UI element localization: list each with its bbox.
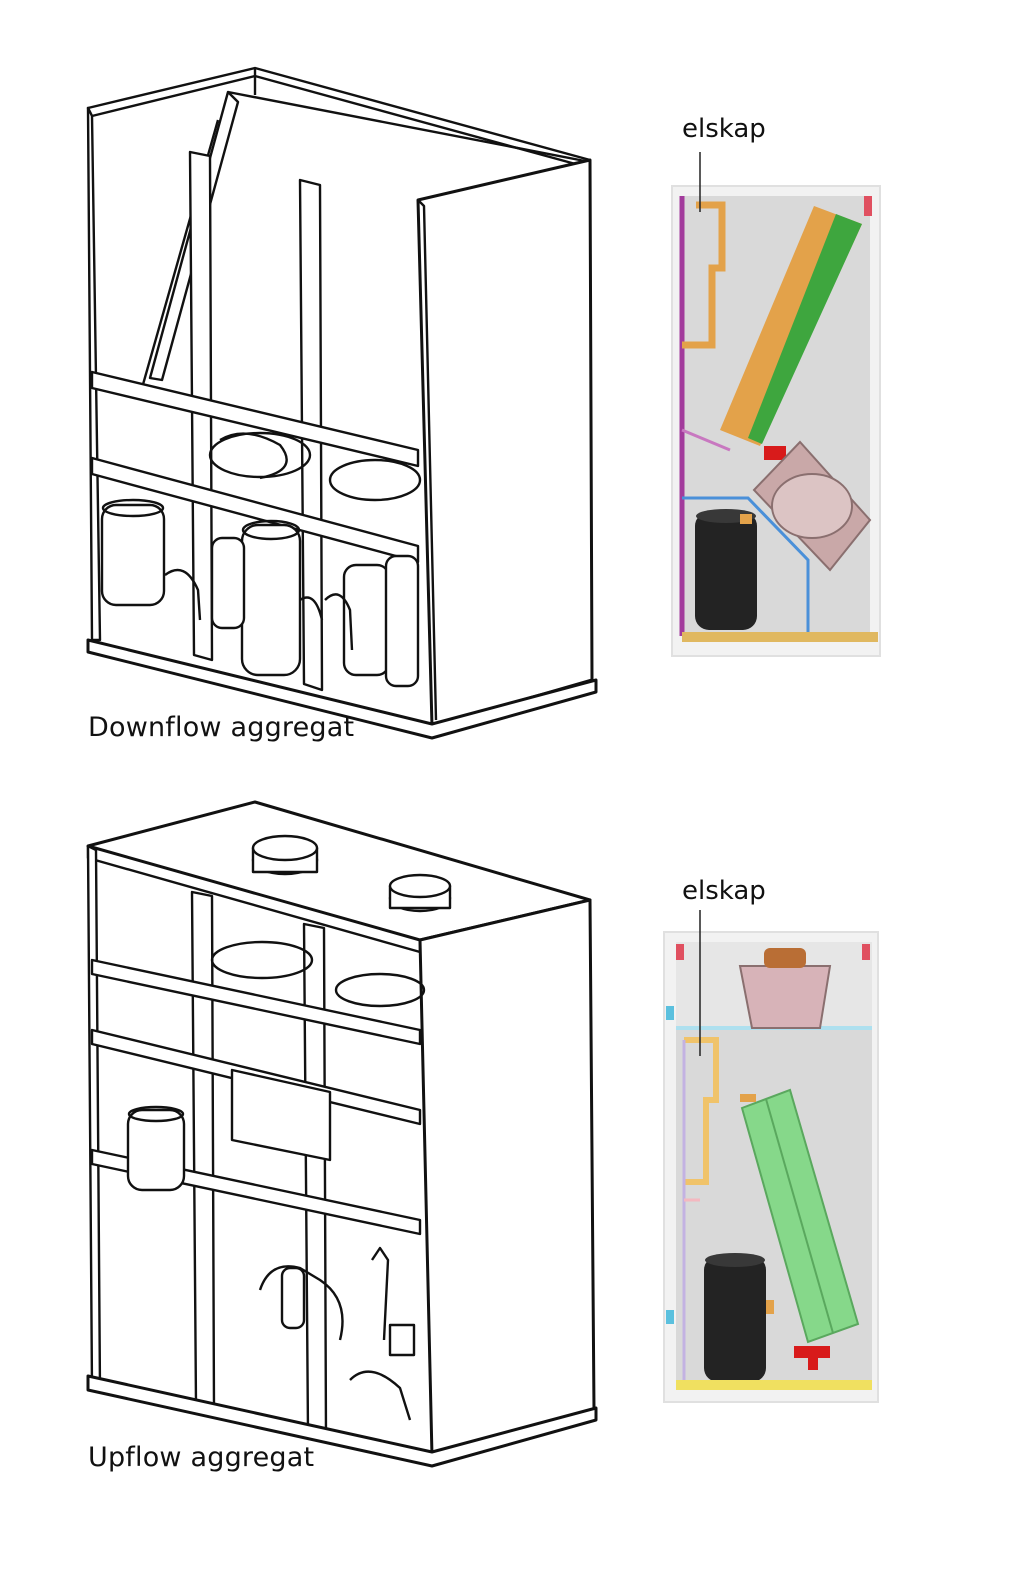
upflow-elskap-label: elskap bbox=[682, 876, 766, 906]
downflow-caption: Downflow aggregat bbox=[88, 712, 355, 743]
upflow-section-view bbox=[663, 910, 879, 1403]
upflow-unit-drawing bbox=[86, 800, 598, 1468]
downflow-elskap-label: elskap bbox=[682, 114, 766, 144]
upflow-caption: Upflow aggregat bbox=[88, 1442, 315, 1473]
downflow-section-view bbox=[671, 152, 881, 657]
downflow-unit-drawing bbox=[86, 66, 598, 740]
